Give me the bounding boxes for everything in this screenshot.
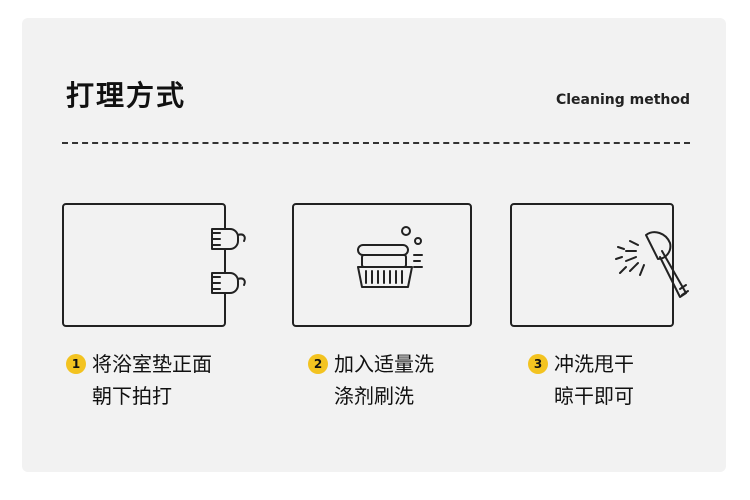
step-2-line1: 加入适量洗 [334,352,434,376]
step-1-illustration [62,203,246,327]
shower-head-icon [615,231,689,298]
step-3-badge: 3 [528,353,548,374]
step-3-line2: 晾干即可 [554,384,634,408]
page-subtitle: Cleaning method [555,92,690,108]
step-1-text: 1 将浴室垫正面 朝下拍打 [66,348,212,412]
dashed-divider [62,142,690,144]
step-1-badge: 1 [66,353,86,374]
step-3-line1: 冲洗甩干 [554,352,634,376]
step-2-text: 2 加入适量洗 涤剂刷洗 [308,348,434,412]
step-2-badge: 2 [308,353,328,374]
step-3-text: 3 冲洗甩干 晾干即可 [528,348,634,412]
hands-patting-mat-icon [211,228,246,294]
page-title: 打理方式 [66,79,187,112]
step-2-line2: 涤剂刷洗 [334,384,414,408]
step-1-line1: 将浴室垫正面 [92,352,212,376]
step-2-illustration [292,203,472,327]
scrub-brush-icon [357,226,423,288]
step-1-line2: 朝下拍打 [92,384,172,408]
step-3-illustration [510,203,689,327]
